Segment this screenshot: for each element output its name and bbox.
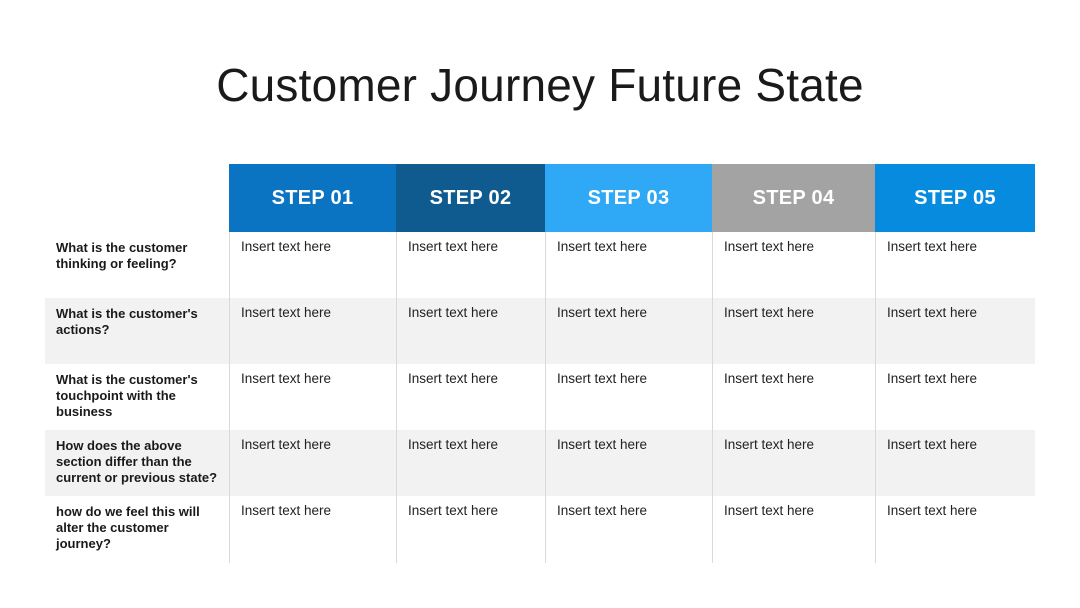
table-cell[interactable]: Insert text here bbox=[875, 496, 1035, 563]
table-cell[interactable]: Insert text here bbox=[229, 298, 396, 364]
step-header-5: STEP 05 bbox=[875, 164, 1035, 232]
table-cell[interactable]: Insert text here bbox=[545, 430, 712, 496]
table-cell[interactable]: Insert text here bbox=[545, 364, 712, 430]
table-cell[interactable]: Insert text here bbox=[712, 298, 875, 364]
table-cell[interactable]: Insert text here bbox=[229, 496, 396, 563]
row-question: What is the customer's touchpoint with t… bbox=[56, 372, 198, 419]
table-cell[interactable]: Insert text here bbox=[875, 298, 1035, 364]
row-question: What is the customer thinking or feeling… bbox=[56, 240, 188, 271]
table-cell[interactable]: Insert text here bbox=[229, 430, 396, 496]
table-cell[interactable]: Insert text here bbox=[396, 232, 545, 298]
page-title: Customer Journey Future State bbox=[216, 59, 864, 111]
table-cell[interactable]: Insert text here bbox=[396, 430, 545, 496]
row-question: how do we feel this will alter the custo… bbox=[56, 504, 200, 551]
table-cell[interactable]: Insert text here bbox=[396, 298, 545, 364]
table-cell[interactable]: Insert text here bbox=[229, 232, 396, 298]
table-cell[interactable]: Insert text here bbox=[712, 364, 875, 430]
table-cell[interactable]: Insert text here bbox=[545, 496, 712, 563]
table-cell[interactable]: Insert text here bbox=[545, 298, 712, 364]
table-cell[interactable]: Insert text here bbox=[545, 232, 712, 298]
table-corner bbox=[45, 164, 229, 232]
row-question: What is the customer's actions? bbox=[45, 298, 229, 364]
step-header-4: STEP 04 bbox=[712, 164, 875, 232]
table-cell[interactable]: Insert text here bbox=[712, 496, 875, 563]
step-header-2: STEP 02 bbox=[396, 164, 545, 232]
journey-table: STEP 01 STEP 02 STEP 03 STEP 04 STEP 05 … bbox=[45, 164, 1035, 563]
table-cell[interactable]: Insert text here bbox=[875, 430, 1035, 496]
step-header-3: STEP 03 bbox=[545, 164, 712, 232]
table-cell[interactable]: Insert text here bbox=[712, 430, 875, 496]
table-cell[interactable]: Insert text here bbox=[875, 364, 1035, 430]
table-cell[interactable]: Insert text here bbox=[875, 232, 1035, 298]
table-cell[interactable]: Insert text here bbox=[396, 496, 545, 563]
table-cell[interactable]: Insert text here bbox=[396, 364, 545, 430]
step-header-1: STEP 01 bbox=[229, 164, 396, 232]
row-question: How does the above section differ than t… bbox=[45, 430, 229, 496]
table-cell[interactable]: Insert text here bbox=[229, 364, 396, 430]
table-cell[interactable]: Insert text here bbox=[712, 232, 875, 298]
